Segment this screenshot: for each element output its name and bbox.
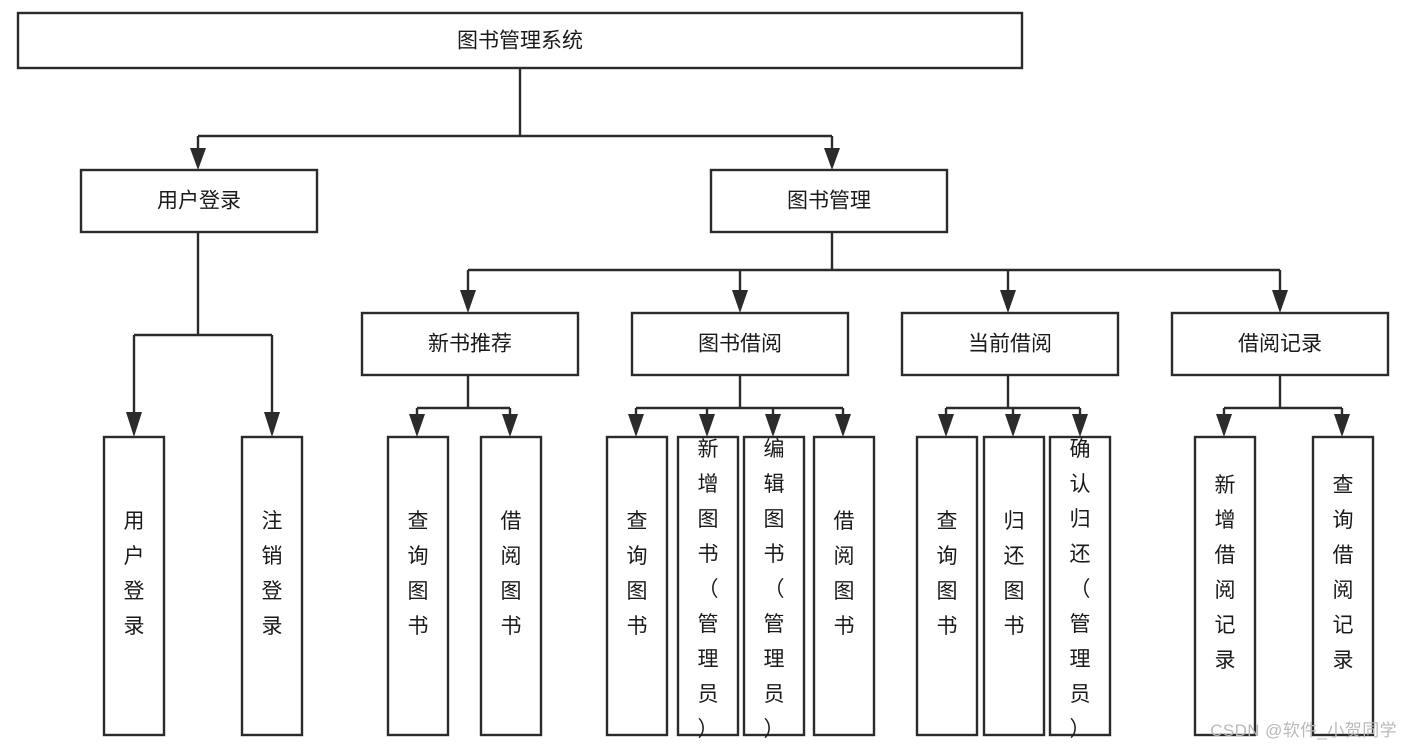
arrow-to-new-book — [460, 290, 476, 313]
node-new-book-recommend[interactable]: 新书推荐 — [360, 311, 580, 377]
node-current-borrow-label: 当前借阅 — [968, 333, 1052, 356]
node-current-borrow-box[interactable] — [900, 311, 1120, 377]
node-book-manage-box[interactable] — [709, 168, 949, 234]
node-book-manage-label: 图书管理 — [787, 190, 871, 213]
leaf-br-add-record-label: 新增借阅记录 — [1215, 474, 1236, 672]
leaf-bb-borrow-book-box[interactable] — [812, 435, 876, 737]
arrow-br-child-1 — [1216, 414, 1232, 437]
leaf-bb-query-book-label: 查询图书 — [627, 510, 648, 638]
leaf-node[interactable]: 注销登录 — [240, 435, 304, 737]
arrow-bb-child-1 — [628, 414, 644, 437]
arrow-cb-child-3 — [1072, 414, 1088, 437]
leaf-nb-query-book-box[interactable] — [386, 435, 450, 737]
arrow-to-book-borrow — [732, 290, 748, 313]
arrow-cb-child-1 — [938, 414, 954, 437]
node-new-book-recommend-box[interactable] — [360, 311, 580, 377]
leaf-bb-add-book-box[interactable] — [676, 435, 740, 737]
connector-group — [126, 68, 1350, 437]
leaf-br-query-record-box[interactable] — [1311, 435, 1375, 737]
leaf-node[interactable]: 用户登录 — [102, 435, 166, 737]
node-current-borrow[interactable]: 当前借阅 — [900, 311, 1120, 377]
leaf-br-query-record-label: 查询借阅记录 — [1333, 474, 1354, 672]
node-book-borrow-box[interactable] — [630, 311, 850, 377]
arrow-ul-child-1 — [126, 412, 142, 437]
leaf-bb-borrow-book-label: 借阅图书 — [834, 510, 855, 638]
node-root[interactable]: 图书管理系统 — [16, 11, 1024, 70]
arrow-bb-child-2 — [699, 414, 715, 437]
node-book-borrow[interactable]: 图书借阅 — [630, 311, 850, 377]
leaf-node[interactable]: 借阅图书 — [479, 435, 543, 737]
node-new-book-recommend-label: 新书推荐 — [428, 333, 512, 356]
leaf-logout-label: 注销登录 — [262, 510, 283, 638]
leaf-node[interactable]: 借阅图书 — [812, 435, 876, 737]
leaf-nb-query-book-label: 查询图书 — [408, 510, 429, 638]
node-user-login-label: 用户登录 — [157, 190, 241, 213]
arrow-to-book-manage — [824, 148, 840, 170]
node-user-login[interactable]: 用户登录 — [79, 168, 319, 234]
leaf-bb-query-book-box[interactable] — [605, 435, 669, 737]
csdn-watermark: CSDN @软件_小贺同学 — [1210, 721, 1397, 740]
node-root-label: 图书管理系统 — [457, 30, 583, 53]
leaf-cb-confirm-return-box[interactable] — [1048, 435, 1112, 737]
leaf-nb-borrow-book-box[interactable] — [479, 435, 543, 737]
leaf-user-login-box[interactable] — [102, 435, 166, 737]
arrow-to-user-login — [190, 148, 206, 170]
leaf-bb-add-book-label: 新增图书（管理员） — [698, 438, 719, 741]
node-book-borrow-label: 图书借阅 — [698, 333, 782, 356]
arrow-nb-child-1 — [409, 414, 425, 437]
node-user-login-box[interactable] — [79, 168, 319, 234]
leaf-node[interactable]: 新增图书（管理员） — [676, 435, 740, 741]
leaf-node[interactable]: 编辑图书（管理员） — [742, 435, 806, 741]
arrow-ul-child-2 — [264, 412, 280, 437]
leaf-node[interactable]: 查询图书 — [605, 435, 669, 737]
arrow-bb-child-4 — [835, 414, 851, 437]
leaf-cb-return-book-label: 归还图书 — [1004, 510, 1025, 638]
arrow-cb-child-2 — [1005, 414, 1021, 437]
node-borrow-records-label: 借阅记录 — [1238, 333, 1322, 356]
node-borrow-records[interactable]: 借阅记录 — [1170, 311, 1390, 377]
leaf-node[interactable]: 新增借阅记录 — [1193, 435, 1257, 737]
leaf-cb-query-book-box[interactable] — [915, 435, 979, 737]
leaf-user-login-label: 用户登录 — [124, 510, 145, 638]
leaf-cb-confirm-return-label: 确认归还（管理员） — [1070, 438, 1091, 741]
leaf-node[interactable]: 归还图书 — [982, 435, 1046, 737]
leaf-logout-box[interactable] — [240, 435, 304, 737]
leaf-bb-edit-book-box[interactable] — [742, 435, 806, 737]
node-root-box[interactable] — [16, 11, 1024, 70]
leaf-br-add-record-box[interactable] — [1193, 435, 1257, 737]
node-book-manage[interactable]: 图书管理 — [709, 168, 949, 234]
leaf-cb-return-book-box[interactable] — [982, 435, 1046, 737]
arrow-bb-child-3 — [765, 414, 781, 437]
arrow-to-current-borrow — [1000, 290, 1016, 313]
leaf-node[interactable]: 查询借阅记录 — [1311, 435, 1375, 737]
leaf-nb-borrow-book-label: 借阅图书 — [501, 510, 522, 638]
leaf-node[interactable]: 确认归还（管理员） — [1048, 435, 1112, 741]
leaf-node[interactable]: 查询图书 — [915, 435, 979, 737]
leaf-cb-query-book-label: 查询图书 — [937, 510, 958, 638]
leaf-bb-edit-book-label: 编辑图书（管理员） — [764, 438, 785, 741]
arrow-br-child-2 — [1334, 414, 1350, 437]
arrow-to-borrow-records — [1272, 290, 1288, 313]
node-borrow-records-box[interactable] — [1170, 311, 1390, 377]
leaf-node[interactable]: 查询图书 — [386, 435, 450, 737]
arrow-nb-child-2 — [502, 414, 518, 437]
